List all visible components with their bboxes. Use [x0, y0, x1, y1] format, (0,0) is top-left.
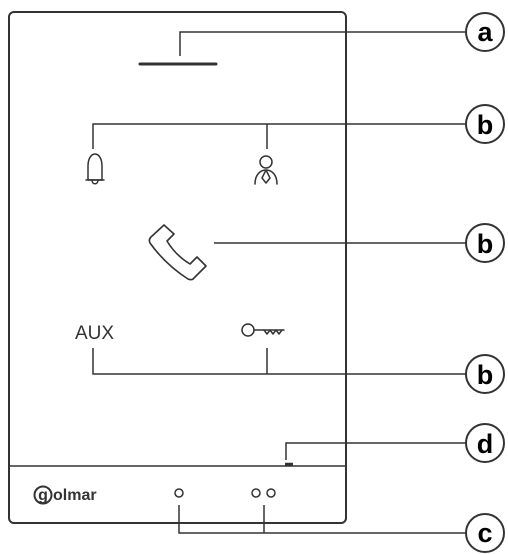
phone-handset-icon[interactable]	[148, 224, 207, 281]
logo-name: olmar	[53, 487, 97, 504]
microphone-hole-icon	[266, 488, 276, 498]
callout-b-top: b	[465, 104, 505, 144]
key-icon[interactable]	[241, 323, 285, 337]
callout-b-bottom-label: b	[477, 360, 494, 390]
leader-lines	[92, 31, 466, 534]
leader-line-a	[179, 31, 466, 56]
leader-line-b-bottom	[92, 348, 466, 375]
leader-line-c	[178, 505, 466, 534]
callout-b-mid: b	[465, 223, 505, 263]
callout-c: c	[465, 513, 505, 553]
monitor-body	[8, 11, 347, 524]
leader-line-b-top	[92, 123, 466, 149]
callout-b-top-label: b	[477, 110, 494, 140]
logo-badge	[33, 485, 53, 505]
callout-c-label: c	[477, 518, 492, 548]
callout-b-mid-label: b	[477, 229, 494, 259]
callout-d: d	[465, 423, 505, 463]
callout-d-label: d	[477, 429, 494, 459]
bell-icon[interactable]	[85, 153, 105, 185]
concierge-icon[interactable]	[254, 155, 278, 185]
callout-b-bottom: b	[465, 354, 505, 394]
callout-a: a	[465, 12, 505, 52]
leader-line-d	[285, 442, 466, 460]
microphone-hole-icon	[251, 488, 261, 498]
aux-label[interactable]: AUX	[75, 323, 114, 344]
microphone-hole-icon	[174, 488, 184, 498]
logo-initial: g	[38, 487, 48, 504]
callout-a-label: a	[477, 17, 493, 47]
golmar-logo: g olmar	[33, 485, 97, 505]
